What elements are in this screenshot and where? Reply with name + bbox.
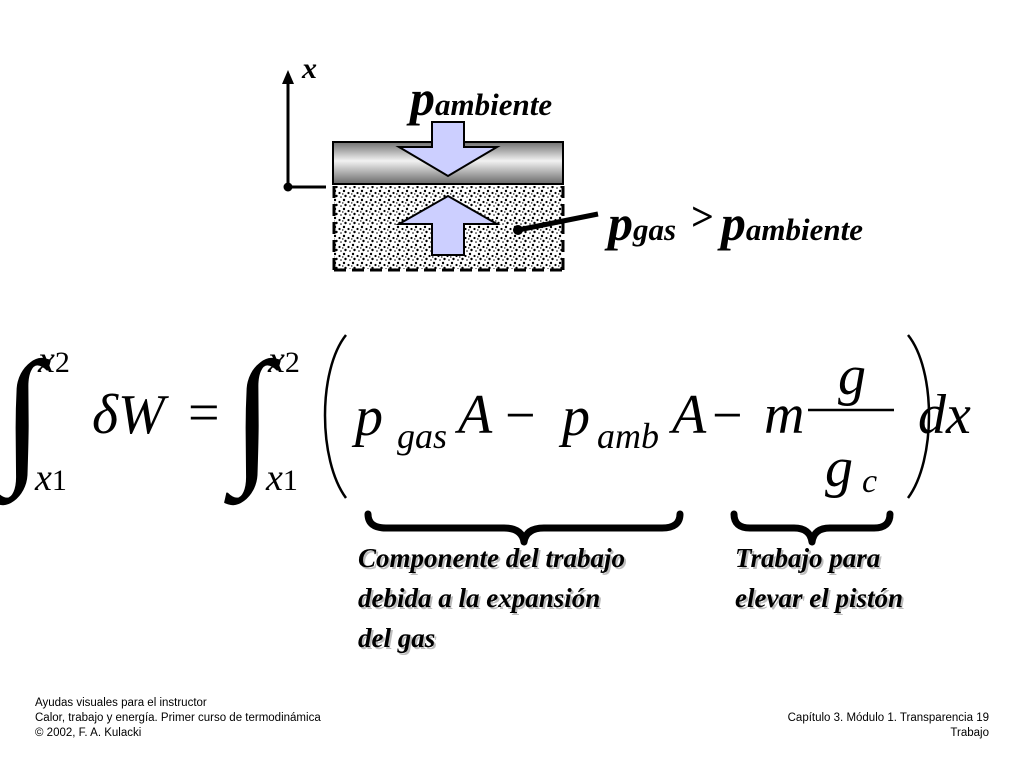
upper-limit-sub: 2 bbox=[54, 346, 70, 379]
gas-subscript: gas bbox=[633, 212, 677, 247]
p-gas-term: p bbox=[355, 386, 383, 448]
lower-limit: x1 bbox=[35, 456, 67, 503]
footer-line: Ayudas visuales para el instructor bbox=[35, 697, 207, 709]
ambient-subscript: ambiente bbox=[745, 212, 863, 247]
footer-line: Trabajo bbox=[950, 727, 989, 739]
amb-subscript: amb bbox=[597, 416, 659, 456]
footer-line: © 2002, F. A. Kulacki bbox=[35, 727, 142, 739]
caption-line: elevar el pistón bbox=[735, 583, 903, 613]
caption-line: Trabajo para bbox=[735, 543, 881, 573]
caption-line: debida a la expansión bbox=[358, 583, 601, 613]
integral-sign: ∫ bbox=[2, 332, 44, 498]
upper-limit-var: x bbox=[38, 339, 55, 381]
caption-gas-expansion: Componente del trabajo debida a la expan… bbox=[358, 538, 625, 658]
ambient-pressure-arrow bbox=[395, 121, 501, 178]
caption-raise-piston: Trabajo para elevar el pistón bbox=[735, 538, 903, 618]
p-amb-term: p bbox=[562, 386, 590, 448]
p-symbol: p bbox=[608, 195, 633, 251]
footer-line: Calor, trabajo y energía. Primer curso d… bbox=[35, 712, 321, 724]
x-axis bbox=[282, 70, 326, 192]
lower-limit-sub: 1 bbox=[282, 464, 298, 497]
greater-than-sign: > bbox=[690, 194, 713, 239]
p-symbol: p bbox=[355, 386, 383, 448]
brace-left bbox=[364, 510, 684, 546]
pointer-line bbox=[513, 211, 599, 235]
piston-diagram bbox=[282, 70, 599, 272]
gas-pressure-arrow bbox=[395, 194, 501, 256]
minus-sign: − bbox=[505, 385, 536, 445]
gas-subscript: gas bbox=[397, 416, 448, 456]
delta-work: δW bbox=[92, 384, 165, 446]
caption-line: Componente del trabajo bbox=[358, 543, 626, 573]
footer-left: Ayudas visuales para el instructor Calor… bbox=[35, 696, 321, 741]
area-symbol: A bbox=[458, 384, 493, 446]
ambient-subscript: ambiente bbox=[435, 87, 553, 122]
equals-sign: = bbox=[188, 382, 220, 444]
footer-right: Capítulo 3. Módulo 1. Transparencia 19 T… bbox=[788, 711, 989, 741]
integral-sign: ∫ bbox=[232, 332, 274, 498]
footer-line: Capítulo 3. Módulo 1. Transparencia 19 bbox=[787, 712, 989, 724]
p-symbol: p bbox=[410, 70, 435, 126]
ambient-pressure-label: pambiente bbox=[410, 70, 552, 126]
brace-right bbox=[730, 510, 894, 546]
p-symbol: p bbox=[720, 195, 746, 251]
upper-limit: x2 bbox=[268, 338, 300, 385]
pressure-inequality-label: pgas > pambiente bbox=[608, 194, 863, 251]
right-parenthesis bbox=[906, 334, 931, 499]
area-symbol: A bbox=[672, 384, 707, 446]
work-symbol: W bbox=[118, 384, 165, 446]
mass-symbol: m bbox=[764, 384, 805, 446]
upper-limit-sub: 2 bbox=[284, 346, 300, 379]
g-numerator: g bbox=[838, 345, 866, 407]
minus-sign: − bbox=[712, 385, 743, 445]
upper-limit: x2 bbox=[38, 338, 70, 385]
left-parenthesis bbox=[323, 334, 348, 499]
lower-limit: x1 bbox=[266, 456, 298, 503]
delta-symbol: δ bbox=[92, 384, 119, 446]
caption-line: del gas bbox=[358, 623, 436, 653]
axis-label-x: x bbox=[302, 52, 317, 85]
gc-subscript: c bbox=[862, 463, 878, 500]
lower-limit-sub: 1 bbox=[51, 464, 67, 497]
parentheses bbox=[323, 334, 931, 499]
upper-limit-var: x bbox=[268, 339, 285, 381]
dx-differential: dx bbox=[918, 384, 971, 446]
g-denominator: g bbox=[825, 437, 853, 499]
lower-limit-var: x bbox=[266, 457, 283, 499]
lower-limit-var: x bbox=[35, 457, 52, 499]
